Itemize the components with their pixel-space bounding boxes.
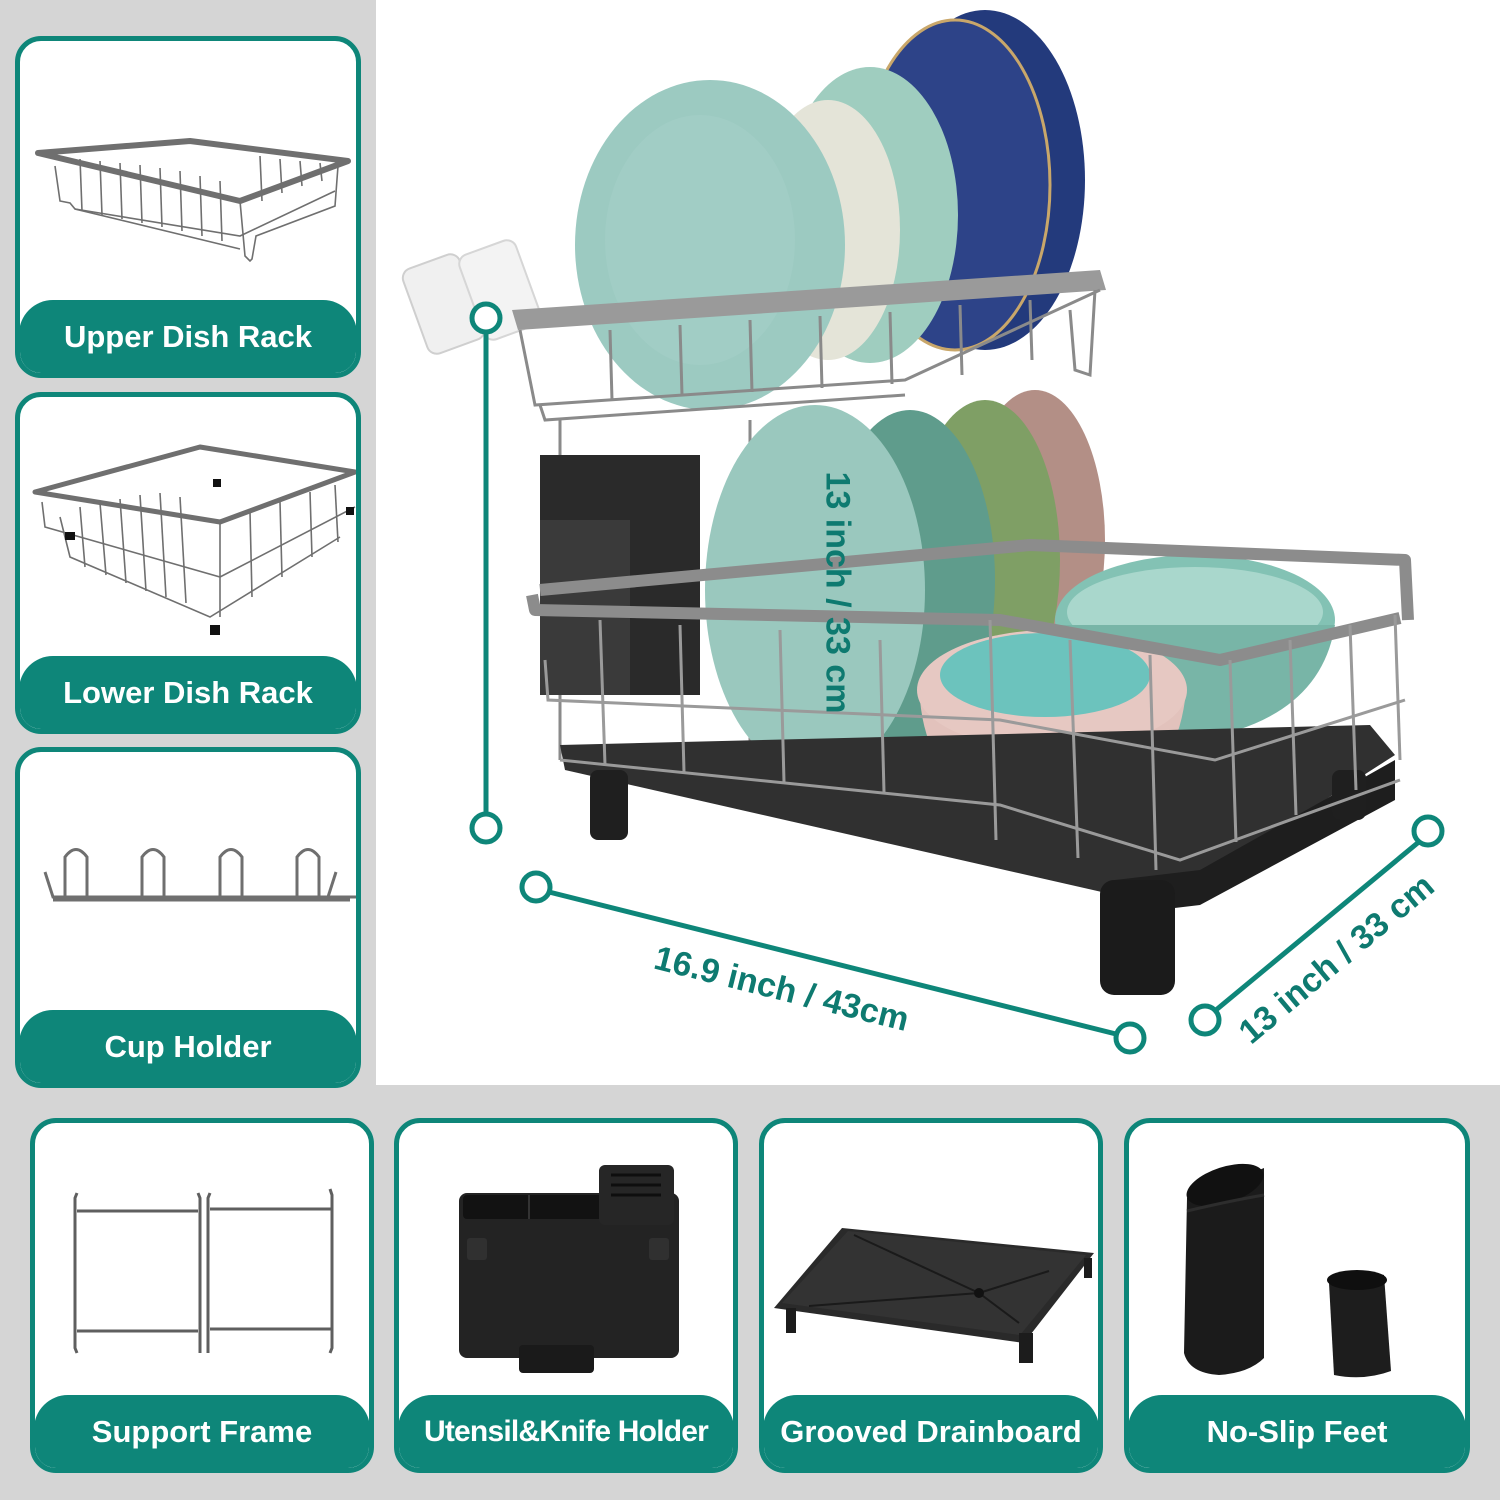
no-slip-feet-image	[1129, 1123, 1465, 1396]
utensil-knife-holder-image	[399, 1123, 733, 1396]
main-product-photo: 13 inch / 33 cm 16.9 inch / 43cm 13 inch…	[376, 0, 1500, 1085]
utensil-knife-holder-label: Utensil&Knife Holder	[399, 1395, 733, 1468]
lower-dish-rack-label: Lower Dish Rack	[20, 656, 356, 729]
cup-holder-label: Cup Holder	[20, 1010, 356, 1083]
card-support-frame: Support Frame	[30, 1118, 374, 1473]
dish-rack-illustration	[401, 10, 1445, 1055]
no-slip-feet-label: No-Slip Feet	[1129, 1395, 1465, 1468]
card-lower-dish-rack: Lower Dish Rack	[15, 392, 361, 734]
card-no-slip-feet: No-Slip Feet	[1124, 1118, 1470, 1473]
card-upper-dish-rack: Upper Dish Rack	[15, 36, 361, 378]
card-utensil-knife-holder: Utensil&Knife Holder	[394, 1118, 738, 1473]
grooved-drainboard-label: Grooved Drainboard	[764, 1395, 1098, 1468]
drainboard-icon	[774, 1228, 1094, 1363]
utensil-holder-icon	[459, 1165, 679, 1373]
support-frame-label: Support Frame	[35, 1395, 369, 1468]
lower-rack-icon	[32, 444, 356, 635]
card-cup-holder: Cup Holder	[15, 747, 361, 1088]
support-frame-icon	[73, 1188, 334, 1354]
height-dimension-label: 13 inch / 33 cm	[818, 471, 857, 714]
no-slip-feet-icon	[1184, 1163, 1391, 1378]
lower-dish-rack-image	[20, 397, 356, 657]
grooved-drainboard-image	[764, 1123, 1098, 1396]
upper-rack-icon	[35, 138, 351, 263]
support-frame-image	[35, 1123, 369, 1396]
cup-holder-icon	[43, 848, 356, 902]
upper-dish-rack-image	[20, 41, 356, 301]
upper-dish-rack-label: Upper Dish Rack	[20, 300, 356, 373]
cup-holder-image	[20, 752, 356, 1011]
card-grooved-drainboard: Grooved Drainboard	[759, 1118, 1103, 1473]
